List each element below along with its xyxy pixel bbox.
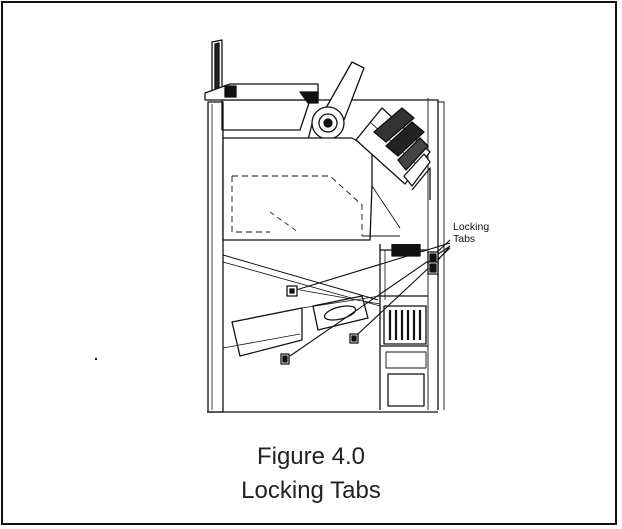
locking-tab-3	[349, 333, 359, 344]
top-cover	[204, 83, 319, 131]
scan-speck	[94, 357, 98, 361]
carriage-block	[222, 137, 400, 241]
chassis-plate	[222, 244, 428, 410]
lower-module	[222, 289, 381, 357]
figure-caption: Locking Tabs	[241, 477, 381, 504]
figure-number: Figure 4.0	[256, 443, 366, 470]
callout-label-line1: Locking	[453, 221, 490, 233]
callout-label: Locking Tabs	[453, 221, 489, 245]
vent-slots	[383, 305, 427, 407]
platen-knob	[307, 61, 365, 141]
locking-tab-5	[427, 261, 439, 275]
callout-label-line2: Tabs	[453, 233, 476, 245]
locking-tab-1	[286, 285, 298, 297]
handle-lever	[211, 39, 223, 93]
ribbon-spool	[355, 107, 431, 229]
locking-tab-2	[280, 353, 290, 365]
